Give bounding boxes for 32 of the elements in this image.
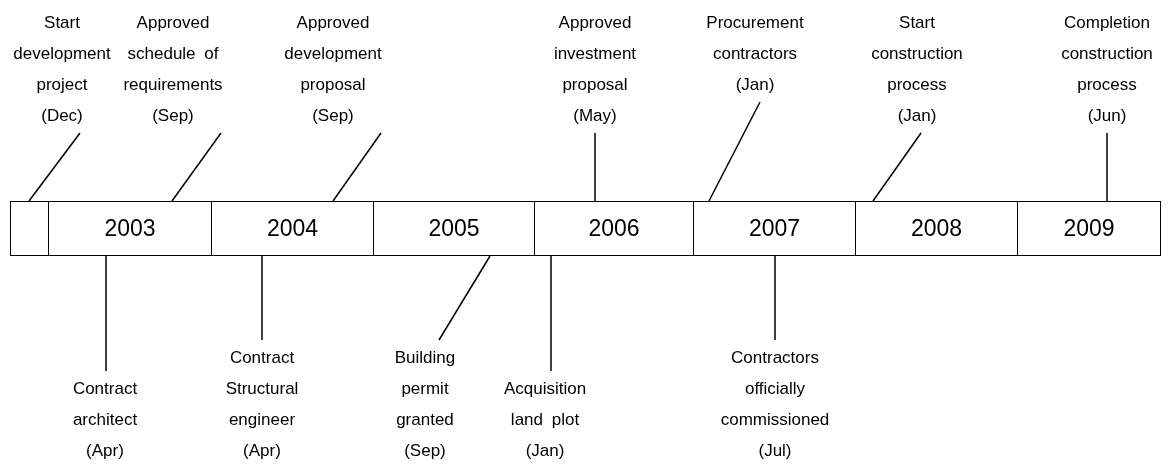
leader-line <box>438 255 491 341</box>
empty-cell <box>10 201 49 256</box>
milestone-label: Contract architect (Apr) <box>55 373 155 466</box>
milestone-label: Procurement contractors (Jan) <box>705 7 805 100</box>
leader-line <box>332 132 382 202</box>
leader-line <box>550 255 552 372</box>
year-cell: 2004 <box>211 201 374 256</box>
leader-line <box>261 255 263 341</box>
milestone-label: Completion construction process (Jun) <box>1057 7 1157 131</box>
year-cell: 2008 <box>855 201 1018 256</box>
leader-line <box>708 101 761 202</box>
milestone-label: Start development project (Dec) <box>12 7 112 131</box>
milestone-label: Start construction process (Jan) <box>867 7 967 131</box>
leader-line <box>28 132 81 202</box>
milestone-label: Building permit granted (Sep) <box>376 342 474 466</box>
year-cell: 2005 <box>373 201 535 256</box>
year-cell: 2007 <box>693 201 856 256</box>
leader-line <box>171 132 222 202</box>
leader-line <box>105 255 107 372</box>
milestone-label: Approved investment proposal (May) <box>545 7 645 131</box>
year-cell: 2009 <box>1017 201 1161 256</box>
milestone-label: Contractors officially commissioned (Jul) <box>710 342 840 466</box>
leader-line <box>774 255 776 341</box>
leader-line <box>594 132 596 202</box>
leader-line <box>872 132 922 202</box>
milestone-label: Approved development proposal (Sep) <box>283 7 383 131</box>
milestone-label: Approved schedule of requirements (Sep) <box>123 7 223 131</box>
milestone-label: Acquisition land plot (Jan) <box>495 373 595 466</box>
milestone-label: Contract Structural engineer (Apr) <box>212 342 312 466</box>
year-cell: 2006 <box>534 201 694 256</box>
leader-line <box>1106 132 1108 202</box>
year-cell: 2003 <box>48 201 212 256</box>
